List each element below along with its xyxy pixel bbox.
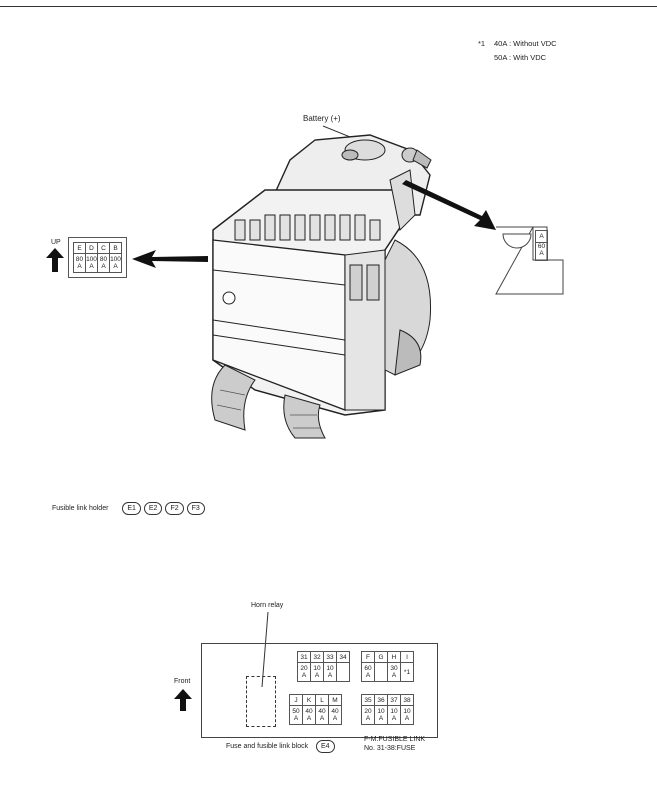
fuse-rating: 10 A	[400, 705, 414, 725]
fuse-number: 36	[374, 694, 388, 706]
fuse-letter: D	[85, 242, 98, 254]
fuse-rating: 10 A	[374, 705, 388, 725]
left-fuse-block: E D C B 80 A 100 A 80 A 100 A	[68, 237, 127, 278]
up-label: UP	[51, 239, 61, 246]
left-fuse-grid: E D C B 80 A 100 A 80 A 100 A	[73, 242, 122, 273]
fusible-link-rating: 40 A	[328, 705, 342, 725]
note-line-1: 40A : Without VDC	[494, 39, 557, 48]
fusible-link-grid-f-i: F G H I 60 A 30 A *1	[361, 651, 414, 682]
fuse-number: 31	[297, 651, 311, 663]
right-fuse-block-outline	[495, 226, 564, 295]
connector-code: F3	[186, 502, 205, 515]
connector-code: E1	[122, 502, 141, 515]
right-fuse-letter: A	[535, 230, 548, 243]
right-fuse-cell: A 60 A	[535, 230, 548, 261]
fuse-letter: E	[73, 242, 86, 254]
fuse-letter: B	[109, 242, 122, 254]
vdc-note: *1 40A : Without VDC 50A : With VDC	[478, 37, 598, 65]
fuse-number: 38	[400, 694, 414, 706]
fusible-link-rating: *1	[400, 662, 414, 682]
fusible-link-rating: 40 A	[302, 705, 316, 725]
fusible-link-rating: 50 A	[289, 705, 303, 725]
battery-terminal-illustration	[211, 125, 432, 439]
fusible-link-grid-j-m: J K L M 50 A 40 A 40 A 40 A	[289, 694, 342, 725]
fuse-grid-35-38: 35 36 37 38 20 A 10 A 10 A 10 A	[361, 694, 414, 725]
up-arrow-icon	[46, 248, 64, 272]
fusible-link-letter: J	[289, 694, 303, 706]
fuse-rating	[336, 662, 350, 682]
fuse-number: 33	[323, 651, 337, 663]
horn-relay-label: Horn relay	[251, 602, 284, 609]
fuse-legend-line-2: No. 31-38:FUSE	[364, 745, 416, 752]
note-marker: *1	[478, 39, 486, 48]
fusible-link-holder-label: Fusible link holder	[52, 505, 109, 512]
fuse-value: 80 A	[73, 253, 86, 273]
fuse-block-caption-text: Fuse and fusible link block	[226, 743, 309, 750]
horn-relay-position	[246, 676, 276, 727]
fusible-link-letter: M	[328, 694, 342, 706]
fusible-link-rating	[374, 662, 388, 682]
fuse-value: 100 A	[109, 253, 122, 273]
horn-relay-leader	[261, 612, 269, 688]
fusible-link-letter: G	[374, 651, 388, 663]
fusible-link-letter: K	[302, 694, 316, 706]
fusible-link-rating: 60 A	[361, 662, 375, 682]
fusible-link-letter: I	[400, 651, 414, 663]
fuse-value: 100 A	[85, 253, 98, 273]
connector-code: E2	[143, 502, 163, 515]
fusible-link-letter: L	[315, 694, 329, 706]
fuse-number: 37	[387, 694, 401, 706]
fuse-number: 34	[336, 651, 350, 663]
fusible-link-rating: 30 A	[387, 662, 401, 682]
fuse-number: 32	[310, 651, 324, 663]
fusible-link-letter: H	[387, 651, 401, 663]
right-arrow	[402, 180, 496, 230]
fuse-legend-line-1: F-M:FUSIBLE LINK	[364, 736, 426, 743]
fuse-value: 80 A	[97, 253, 110, 273]
right-fuse-value: 60 A	[535, 243, 548, 261]
left-arrow	[132, 250, 208, 268]
fuse-block-legend: F-M:FUSIBLE LINK No. 31-38:FUSE	[364, 735, 425, 753]
fuse-number: 35	[361, 694, 375, 706]
front-label: Front	[174, 678, 191, 685]
note-line-2: 50A : With VDC	[494, 53, 547, 62]
fuse-rating: 20 A	[297, 662, 311, 682]
battery-label: Battery (+)	[303, 114, 341, 123]
fusible-link-letter: F	[361, 651, 375, 663]
fuse-grid-31-34: 31 32 33 34 20 A 10 A 10 A	[297, 651, 350, 682]
fuse-rating: 20 A	[361, 705, 375, 725]
fuse-rating: 10 A	[323, 662, 337, 682]
connector-code: F2	[165, 502, 184, 515]
fuse-block-outline	[201, 643, 438, 738]
connector-code: E4	[316, 740, 335, 753]
page-top-rule	[0, 6, 657, 7]
fusible-link-rating: 40 A	[315, 705, 329, 725]
fuse-rating: 10 A	[387, 705, 401, 725]
fuse-block-caption: Fuse and fusible link block E4	[226, 740, 338, 753]
front-arrow-icon	[174, 689, 192, 711]
fuse-letter: C	[97, 242, 110, 254]
fuse-rating: 10 A	[310, 662, 324, 682]
